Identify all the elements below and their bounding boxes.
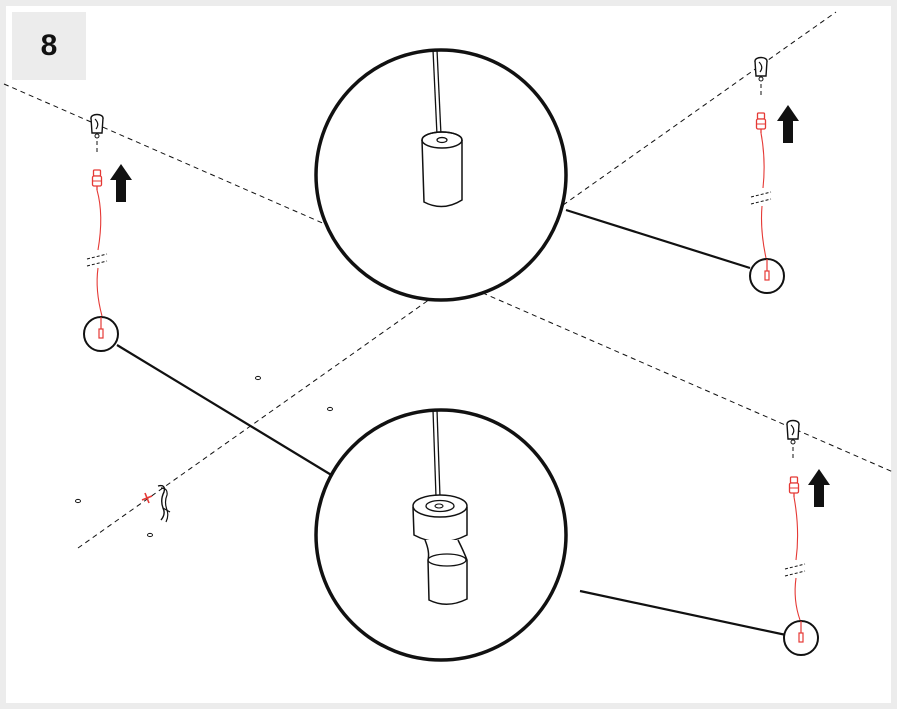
detail-callout-icon: [783, 620, 819, 656]
cable-connector-icon: [755, 112, 767, 134]
cable-break-icon: [784, 563, 806, 577]
cable-connector-icon: [788, 476, 800, 498]
suspension-cable: [793, 496, 799, 561]
detail-callout-top: [314, 48, 568, 302]
leader-line-top-right: [565, 208, 751, 270]
detail-callout-bottom: [314, 408, 568, 662]
detail-callout-icon: [749, 258, 785, 294]
step-number: 8: [40, 29, 58, 62]
leader-line-left: [116, 344, 334, 477]
cable-break-icon: [86, 253, 108, 267]
pendant-left: [83, 113, 132, 352]
leader-line-bottom-right: [579, 589, 787, 637]
ceiling-hook-icon: [754, 56, 768, 96]
ceiling-holes: [75, 375, 333, 538]
detail-callout-icon: [83, 316, 119, 352]
cable-connector-icon: [91, 169, 103, 191]
ceiling-guide-line-2: [77, 11, 837, 549]
pendant-top-right: [749, 56, 799, 294]
cable-break-icon: [750, 191, 772, 205]
step-number-box: 8: [12, 12, 86, 80]
ceiling-hook-icon: [90, 113, 104, 153]
power-wire-icon: [141, 484, 171, 523]
cable-connector-icon: [421, 131, 463, 208]
arrow-up-icon: [777, 105, 799, 143]
cable-connector-icon: [412, 494, 468, 605]
ceiling-hook-icon: [786, 419, 800, 459]
suspension-cable: [760, 132, 765, 189]
arrow-up-icon: [110, 164, 132, 202]
suspension-cable: [96, 189, 102, 251]
pendant-bottom-right: [783, 419, 830, 656]
arrow-up-icon: [808, 469, 830, 507]
